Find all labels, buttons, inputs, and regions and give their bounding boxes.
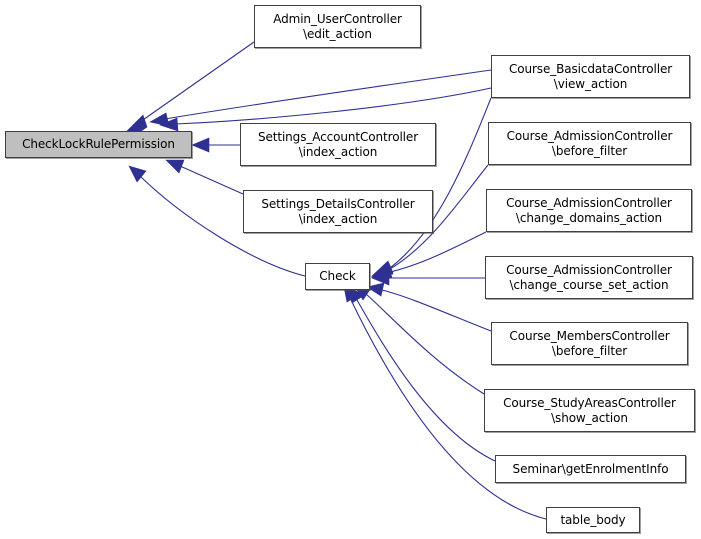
edge-check-to-check-lock-rule-permission <box>128 165 306 277</box>
node-settings-details-controller-index-action[interactable]: Settings_DetailsController \index_action <box>243 190 433 233</box>
edge-admin-user-controller-to-check-lock-rule-permission <box>126 41 255 137</box>
node-label: Settings_DetailsController \index_action <box>261 196 415 226</box>
node-check-lock-rule-permission[interactable]: CheckLockRulePermission <box>5 131 192 158</box>
node-label: CheckLockRulePermission <box>22 137 175 151</box>
edge-settings-account-controller-to-check-lock-rule-permission <box>191 137 240 153</box>
edge-seminar-get-enrolment-info-to-check <box>348 285 496 462</box>
edge-course-admission-change-course-set-to-check <box>371 270 485 286</box>
node-label: Course_AdmissionController \change_cours… <box>506 262 672 292</box>
node-label: Course_StudyAreasController \show_action <box>503 395 676 425</box>
node-course-members-controller-before-filter[interactable]: Course_MembersController \before_filter <box>491 322 688 365</box>
node-label: Seminar\getEnrolmentInfo <box>512 461 669 476</box>
node-course-study-areas-controller-show-action[interactable]: Course_StudyAreasController \show_action <box>484 389 695 432</box>
edge-table-body-to-check <box>343 286 547 520</box>
edge-course-basicdata-controller-to-check-lock-rule-permission <box>159 87 492 132</box>
node-label: Course_MembersController \before_filter <box>509 328 670 358</box>
node-settings-account-controller-index-action[interactable]: Settings_AccountController \index_action <box>240 123 436 166</box>
node-table-body[interactable]: table_body <box>546 507 640 533</box>
node-admin-user-controller-edit-action[interactable]: Admin_UserController \edit_action <box>254 5 421 48</box>
node-label: Course_AdmissionController \change_domai… <box>506 195 672 225</box>
node-course-admission-controller-before-filter[interactable]: Course_AdmissionController \before_filte… <box>488 122 691 165</box>
node-seminar-get-enrolment-info[interactable]: Seminar\getEnrolmentInfo <box>495 455 686 483</box>
node-label: table_body <box>560 512 626 527</box>
node-label: Admin_UserController \edit_action <box>273 11 402 41</box>
node-label: Course_BasicdataController \view_action <box>508 61 673 91</box>
node-check[interactable]: Check <box>305 263 370 290</box>
edge-course-members-before-filter-to-check <box>366 282 492 332</box>
node-course-admission-controller-change-course-set-action[interactable]: Course_AdmissionController \change_cours… <box>485 256 693 299</box>
edge-course-basicdata-top-to-check-lock-rule-permission <box>149 69 492 127</box>
edge-settings-details-controller-to-check-lock-rule-permission <box>165 159 244 195</box>
node-course-basicdata-controller-view-action[interactable]: Course_BasicdataController \view_action <box>491 55 690 98</box>
edge-course-study-areas-show-to-check <box>353 284 485 395</box>
node-label: Course_AdmissionController \before_filte… <box>506 128 673 158</box>
node-label: Check <box>319 269 356 283</box>
node-course-admission-controller-change-domains-action[interactable]: Course_AdmissionController \change_domai… <box>486 189 692 232</box>
node-label: Settings_AccountController \index_action <box>257 129 419 159</box>
